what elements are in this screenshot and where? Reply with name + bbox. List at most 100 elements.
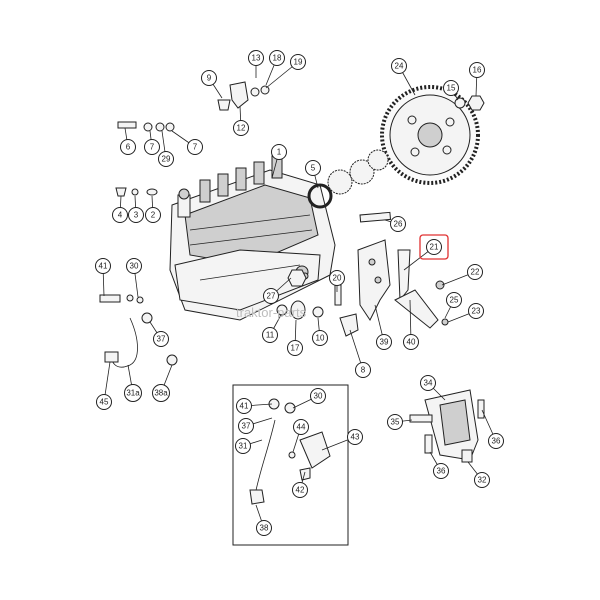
callout-circle <box>124 384 142 402</box>
callout-label: 40 <box>407 338 416 347</box>
callout-circle <box>391 58 407 74</box>
callout-circle <box>145 207 161 223</box>
callout-31: 31 <box>235 438 251 454</box>
callout-circle <box>426 239 442 255</box>
callout-17: 17 <box>287 340 303 356</box>
callout-circle <box>312 330 328 346</box>
callout-circle <box>292 482 308 498</box>
callout-31a: 31a <box>124 384 142 402</box>
callout-circle <box>376 334 392 350</box>
callout-label: 42 <box>296 486 305 495</box>
callout-circle <box>269 50 285 66</box>
callout-circle <box>153 331 169 347</box>
callout-6: 6 <box>120 139 136 155</box>
callout-label: 44 <box>297 423 306 432</box>
callout-22: 22 <box>467 264 483 280</box>
callout-circle <box>158 151 174 167</box>
callout-label: 5 <box>311 164 316 173</box>
callout-20: 20 <box>329 270 345 286</box>
callout-circle <box>262 327 278 343</box>
callout-38: 38 <box>256 520 272 536</box>
callout-label: 12 <box>237 124 246 133</box>
callout-label: 25 <box>450 296 459 305</box>
callout-circle <box>403 334 419 350</box>
callout-label: 8 <box>361 366 366 375</box>
callout-40: 40 <box>403 334 419 350</box>
callout-label: 20 <box>333 274 342 283</box>
callout-label: 21 <box>430 243 439 252</box>
callout-circle <box>187 139 203 155</box>
callout-circle <box>387 414 403 430</box>
callout-37: 37 <box>238 418 254 434</box>
highlight-box <box>419 234 449 260</box>
callout-36: 36 <box>488 433 504 449</box>
callout-label: 18 <box>273 54 282 63</box>
callout-label: 19 <box>294 58 303 67</box>
callout-circle <box>469 62 485 78</box>
callout-label: 1 <box>277 148 282 157</box>
subassembly-box <box>232 384 349 546</box>
callout-21: 21 <box>426 239 442 255</box>
callout-circle <box>347 429 363 445</box>
callout-circle <box>390 216 406 232</box>
callout-circle <box>128 207 144 223</box>
injection-pump-body <box>169 155 336 321</box>
drive-coupling <box>307 149 389 209</box>
callout-label: 13 <box>252 54 261 63</box>
callout-label: 36 <box>492 437 501 446</box>
callout-circle <box>310 388 326 404</box>
callout-label: 35 <box>391 418 400 427</box>
callout-circle <box>112 207 128 223</box>
callout-circle <box>271 144 287 160</box>
callout-circle <box>96 394 112 410</box>
callout-label: 37 <box>242 422 251 431</box>
callout-label: 31 <box>239 442 248 451</box>
callout-circle <box>443 80 459 96</box>
callout-41: 41 <box>236 398 252 414</box>
callout-8: 8 <box>355 362 371 378</box>
callout-24: 24 <box>391 58 407 74</box>
callout-35: 35 <box>387 414 403 430</box>
callout-label: 6 <box>126 143 131 152</box>
callout-circle <box>120 139 136 155</box>
callout-27: 27 <box>263 288 279 304</box>
callout-circle <box>238 418 254 434</box>
callout-34: 34 <box>420 375 436 391</box>
callout-circle <box>233 120 249 136</box>
callout-15: 15 <box>443 80 459 96</box>
callout-label: 38a <box>154 389 168 398</box>
callout-label: 37 <box>157 335 166 344</box>
callout-label: 41 <box>99 262 108 271</box>
callout-11: 11 <box>262 327 278 343</box>
callout-1: 1 <box>271 144 287 160</box>
callout-circle <box>488 433 504 449</box>
callout-circle <box>329 270 345 286</box>
callout-circle <box>256 520 272 536</box>
callout-39: 39 <box>376 334 392 350</box>
callout-circle <box>201 70 217 86</box>
callout-3: 3 <box>128 207 144 223</box>
callout-42: 42 <box>292 482 308 498</box>
callout-19: 19 <box>290 54 306 70</box>
callout-label: 30 <box>130 262 139 271</box>
callout-circle <box>95 258 111 274</box>
callout-26: 26 <box>390 216 406 232</box>
callout-circle <box>263 288 279 304</box>
watermark-text: traktor-parts <box>236 305 307 320</box>
callout-circle <box>420 375 436 391</box>
callout-13: 13 <box>248 50 264 66</box>
callout-43: 43 <box>347 429 363 445</box>
callout-circle <box>235 438 251 454</box>
callout-circle <box>290 54 306 70</box>
callout-label: 3 <box>134 211 139 220</box>
callout-label: 45 <box>100 398 109 407</box>
callout-circle <box>287 340 303 356</box>
callout-label: 24 <box>395 62 404 71</box>
callout-7: 7 <box>144 139 160 155</box>
callout-2: 2 <box>145 207 161 223</box>
callout-label: 31a <box>126 389 140 398</box>
callout-36: 36 <box>433 463 449 479</box>
